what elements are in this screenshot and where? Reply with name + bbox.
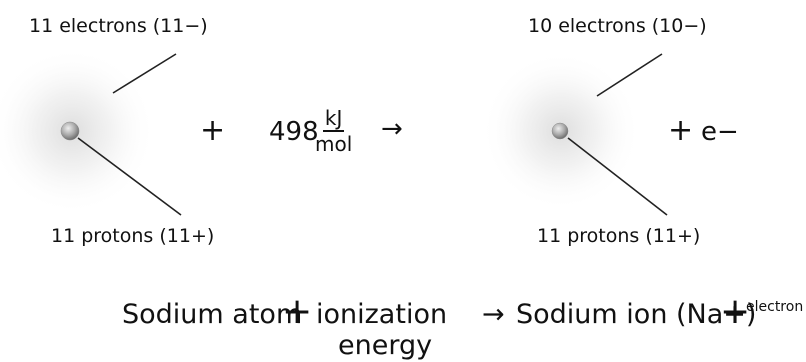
energy-unit-denominator: mol — [315, 132, 353, 156]
right-protons-label: 11 protons (11+) — [537, 225, 701, 247]
energy-unit-numerator: kJ — [322, 106, 345, 132]
equation-plus-sign-2: + — [668, 113, 694, 148]
left-electrons-pointer-line — [112, 53, 177, 94]
right-electrons-label: 10 electrons (10−) — [528, 15, 707, 37]
caption-plus-sign-2: + — [720, 291, 751, 332]
reaction-arrow: → — [381, 114, 403, 144]
caption-energy: energy — [338, 330, 433, 361]
caption-plus-sign: + — [282, 291, 313, 332]
left-protons-label: 11 protons (11+) — [51, 225, 215, 247]
right-electrons-pointer-line — [596, 53, 663, 97]
caption-electron-visible: electron — [746, 299, 804, 315]
electron-symbol: e− — [701, 117, 739, 147]
caption-sodium-ion: Sodium ion (Na+) — [516, 299, 757, 330]
left-atom-nucleus — [60, 121, 80, 141]
equation-plus-sign: + — [200, 113, 226, 148]
left-electrons-label: 11 electrons (11−) — [29, 15, 208, 37]
right-protons-pointer-line — [567, 137, 668, 216]
caption-ionization: ionization — [316, 299, 448, 330]
left-protons-pointer-line — [77, 137, 182, 216]
energy-value: 498 — [269, 117, 319, 147]
right-ion-nucleus — [551, 122, 569, 140]
caption-sodium-atom: Sodium atom — [122, 299, 303, 330]
energy-unit-fraction: kJ mol — [313, 106, 354, 156]
caption-arrow: → — [482, 299, 505, 330]
